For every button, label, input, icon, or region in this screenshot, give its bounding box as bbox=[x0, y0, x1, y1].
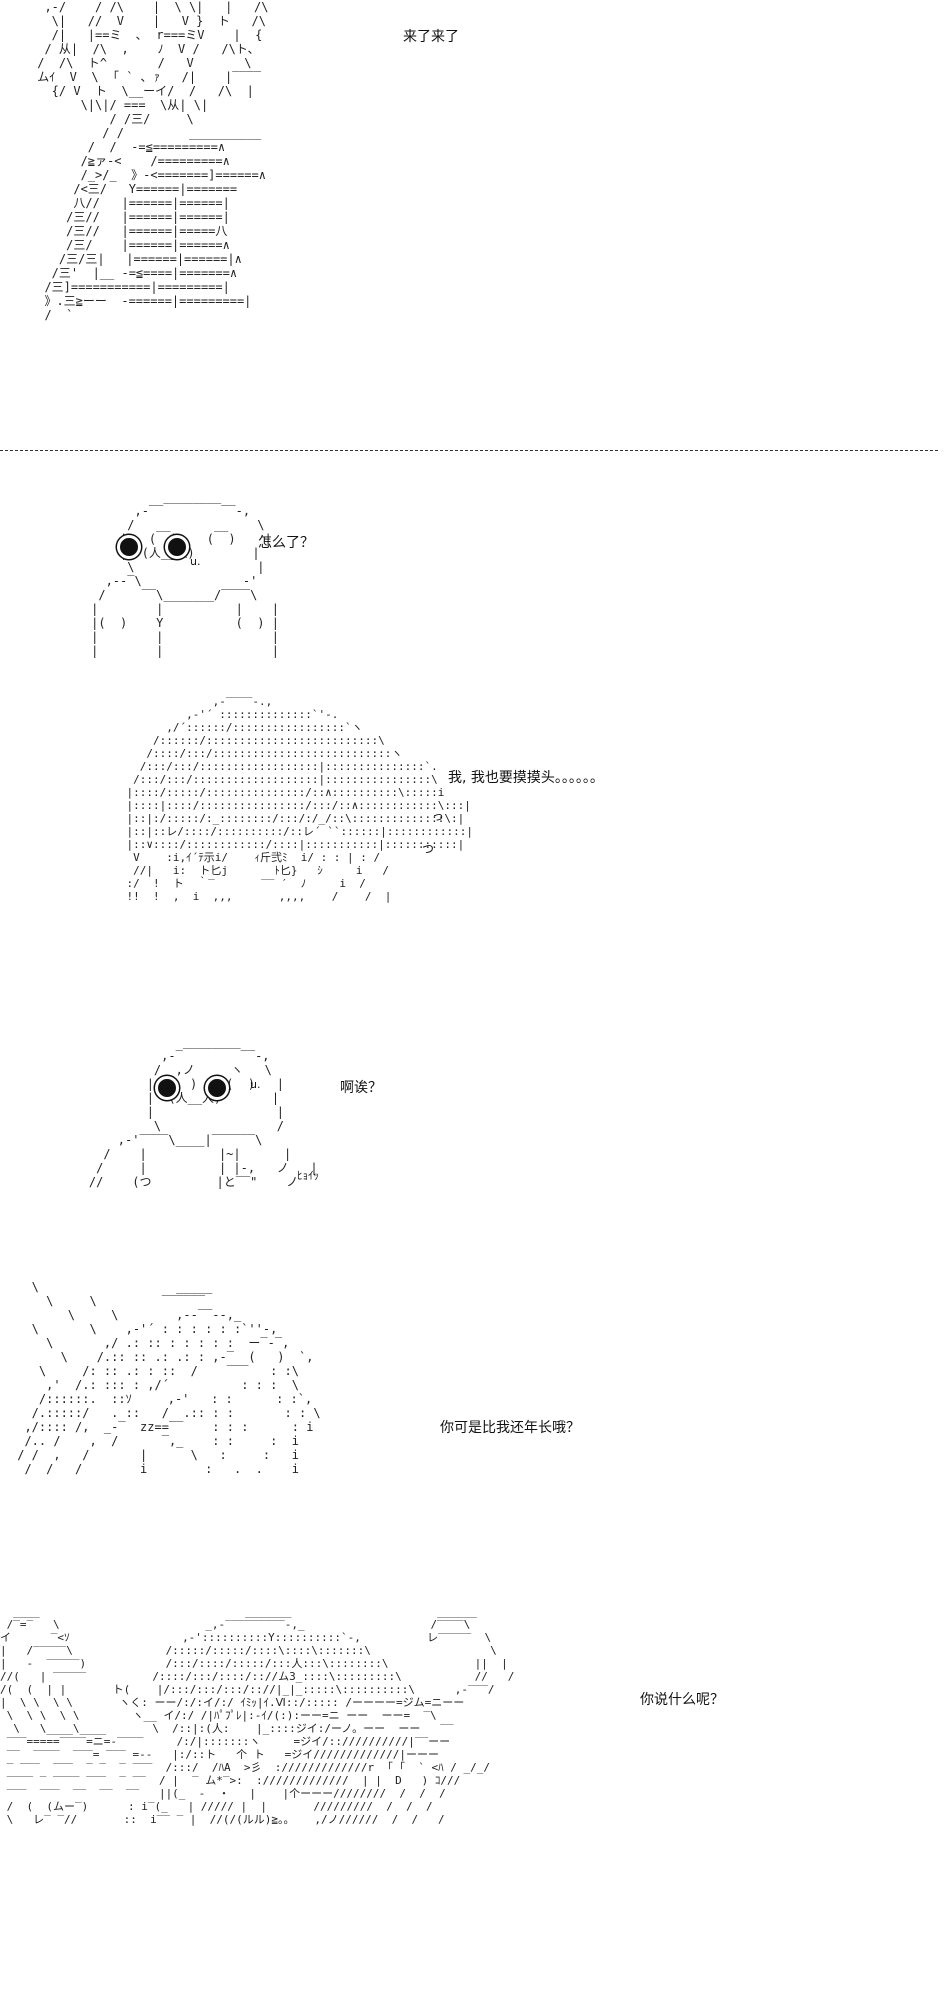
mouth-sfx: u. bbox=[250, 1078, 261, 1091]
dialogue-text: 你说什么呢？ bbox=[640, 1692, 724, 1708]
panel-2: ________ ,-‾‾ ‾‾-, / __ __ \ | ( ) ( ) |… bbox=[0, 490, 944, 670]
eye-right bbox=[165, 535, 189, 559]
sfx-text: ﾋｮｲｯ bbox=[297, 1169, 319, 1182]
ascii-art-character-4: ________ ,-‾ ‾‾-, / ,ノ ヽ \ | ( ) ( ) | |… bbox=[88, 1035, 318, 1189]
panel-4: ________ ,-‾ ‾‾-, / ,ノ ヽ \ | ( ) ( ) | |… bbox=[0, 1035, 944, 1215]
sfx-text: っ bbox=[432, 809, 445, 823]
panel-1: ,-/ / /\ | \ \| | /\ \| // V | V } ト /\ … bbox=[0, 0, 944, 450]
ascii-art-character-5: \ _____ \ \ ‾‾‾‾‾‾ \ \ ,--‾‾--,_ \ \ ,-'… bbox=[17, 1280, 321, 1476]
dialogue-text: 啊诶？ bbox=[340, 1080, 382, 1096]
dialogue-text: 怎么了？ bbox=[258, 535, 314, 551]
panel-3: ,-‾‾‾‾-., ,-'´ ::::::::::::::`'-. ,/´:::… bbox=[0, 695, 944, 965]
dialogue-text: 你可是比我还年长哦？ bbox=[440, 1420, 580, 1436]
panel-divider bbox=[0, 450, 938, 451]
mouth-sfx: u. bbox=[190, 555, 201, 568]
eye-right bbox=[205, 1076, 229, 1100]
panel-6: ____ _______ ______ /‾=‾ \ _,-‾‾‾‾‾‾‾‾‾-… bbox=[0, 1605, 944, 2000]
sfx-text: つ bbox=[422, 842, 435, 856]
eye-left bbox=[155, 1076, 179, 1100]
ascii-art-character-3: ,-‾‾‾‾-., ,-'´ ::::::::::::::`'-. ,/´:::… bbox=[126, 695, 473, 903]
dialogue-text: 我, 我也要摸摸头。。。。。。 bbox=[448, 770, 604, 786]
dialogue-text: 来了来了 bbox=[403, 29, 459, 45]
ascii-art-character-2: ________ ,-‾‾ ‾‾-, / __ __ \ | ( ) ( ) |… bbox=[91, 490, 279, 658]
ascii-art-character-1: ,-/ / /\ | \ \| | /\ \| // V | V } ト /\ … bbox=[37, 0, 459, 322]
ascii-art-character-6: ____ _______ ______ /‾=‾ \ _,-‾‾‾‾‾‾‾‾‾-… bbox=[0, 1605, 515, 1826]
panel-5: \ _____ \ \ ‾‾‾‾‾‾ \ \ ,--‾‾--,_ \ \ ,-'… bbox=[0, 1280, 944, 1540]
eye-left bbox=[117, 535, 141, 559]
